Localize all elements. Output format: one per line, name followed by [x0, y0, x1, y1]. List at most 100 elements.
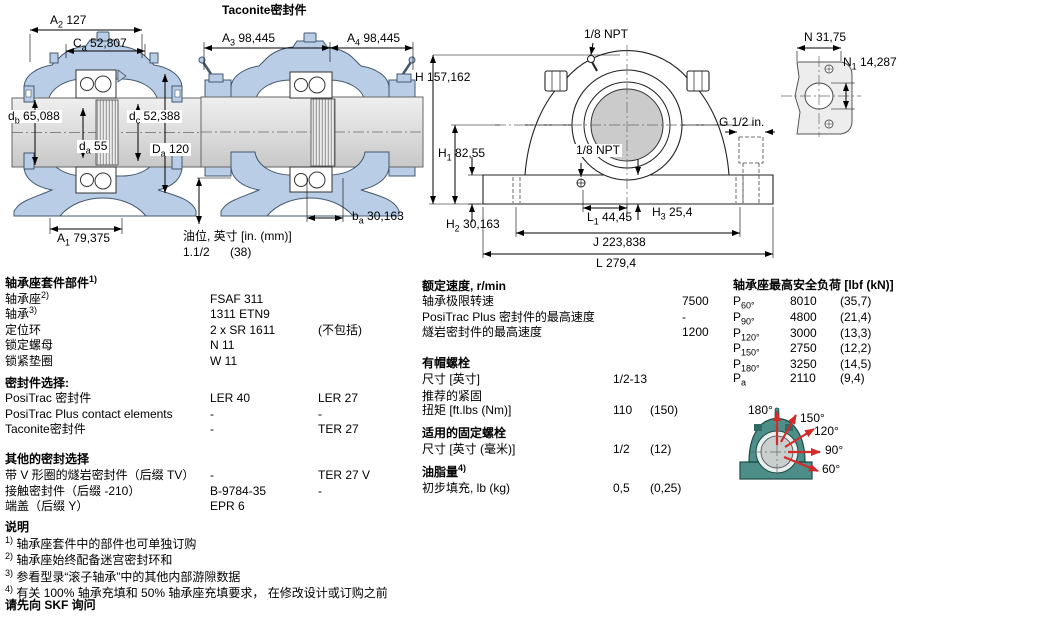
load-value-kn: (21,4)	[840, 310, 872, 324]
spec-label: PosiTrac 密封件	[5, 391, 92, 405]
dim-da-label: da 55	[77, 139, 110, 156]
spec-value: 2 x SR 1611	[210, 323, 276, 337]
spec-label: 接触密封件（后缀 -210）	[5, 484, 141, 498]
load-value: 8010	[790, 294, 817, 308]
spec-value: EPR 6	[210, 499, 245, 513]
grease-nipple	[591, 61, 598, 72]
dim-N-label: N 31,75	[804, 30, 847, 44]
spec-value: LER 40	[210, 391, 251, 405]
load-label: Pa	[733, 371, 747, 388]
note-item: 1) 轴承座套件中的部件也可单独订购	[5, 535, 197, 551]
dim-l1-label: L1 44,45	[587, 210, 633, 227]
dim-h1-label: H1 82,55	[438, 146, 486, 163]
angle-120-label: 120°	[814, 424, 839, 438]
dim-dc-label: dc 52,388	[127, 109, 183, 126]
g-thread-bolt	[738, 136, 764, 164]
seal-rings	[23, 85, 183, 170]
npt-side-label: 1/8 NPT	[574, 143, 623, 157]
cap-bolts-header: 有帽螺栓	[422, 356, 471, 370]
other-seals-header: 其他的密封选择	[5, 452, 90, 466]
spec-value: 1311 ETN9	[210, 307, 270, 321]
load-label: P150°	[733, 341, 760, 358]
spec-value: TER 27	[318, 422, 359, 436]
dim-Da-label: Da 120	[150, 142, 192, 159]
spec-value: (12)	[650, 442, 672, 456]
dim-L-label: L 279,4	[596, 256, 637, 270]
load-value-kn: (12,2)	[840, 341, 872, 355]
spec-label: 燧岩密封件的最高速度	[422, 325, 543, 339]
spec-label: 锁定螺母	[5, 338, 54, 352]
grease-header: 油脂量4)	[422, 463, 467, 479]
spec-label: 定位环	[5, 323, 42, 337]
dimension-lines	[196, 42, 414, 224]
load-value-kn: (35,7)	[840, 294, 872, 308]
spec-value: W 11	[210, 354, 238, 368]
spec-label: 推荐的紧固	[422, 389, 483, 403]
load-angle-diagram	[739, 407, 821, 480]
dim-J-label: J 223,838	[593, 235, 646, 249]
spec-value: (0,25)	[650, 481, 682, 495]
angle-90-label: 90°	[825, 443, 844, 457]
spec-value: FSAF 311	[210, 292, 264, 306]
dim-a3-label: A3 98,445	[222, 31, 276, 48]
load-label: P90°	[733, 310, 755, 327]
dim-a1-label: A1 79,375	[57, 231, 111, 248]
spec-label: 端盖（后缀 Y）	[5, 499, 89, 513]
load-label: P60°	[733, 294, 755, 311]
spec-label: 带 V 形圈的燧岩密封件（后缀 TV）	[5, 468, 195, 482]
spec-value: -	[210, 468, 214, 482]
spec-value: (150)	[650, 403, 679, 417]
cap-bolt-left	[544, 70, 568, 92]
load-value-kn: (14,5)	[840, 357, 872, 371]
spec-value: -	[318, 407, 322, 421]
bearing	[289, 71, 336, 193]
load-label: P120°	[733, 326, 760, 343]
notes-header: 说明	[5, 520, 30, 534]
notes-footer: 请先向 SKF 询问	[5, 598, 96, 612]
spec-label: 轴承3)	[5, 305, 38, 321]
load-value-kn: (13,3)	[840, 326, 872, 340]
taconite-title: Taconite密封件	[222, 3, 307, 17]
spec-label: 扭矩 [ft.lbs (Nm)]	[422, 403, 512, 417]
spec-label: PosiTrac Plus 密封件的最高速度	[422, 310, 595, 324]
note-item: 4) 有关 100% 轴承充填和 50% 轴承座充填要求， 在修改设计或订购之前	[5, 584, 388, 600]
spec-value: 110	[613, 403, 633, 417]
spec-value: -	[210, 407, 214, 421]
npt-top-label: 1/8 NPT	[584, 27, 629, 41]
dim-h3-label: H3 25,4	[652, 205, 693, 222]
spec-value: -	[682, 310, 686, 324]
load-value: 3250	[790, 357, 817, 371]
loads-header: 轴承座最高安全负荷 [lbf (kN)]	[733, 278, 894, 292]
angle-arrows	[773, 411, 821, 473]
spec-value: 1200	[682, 325, 709, 339]
load-value: 4800	[790, 310, 817, 324]
spec-value: LER 27	[318, 391, 359, 405]
spec-value: 1/2	[613, 442, 630, 456]
taconite-section-drawing	[196, 32, 424, 224]
dim-h2-label: H2 30,163	[446, 217, 500, 234]
note-item: 3) 参看型录“滚子轴承”中的其他内部游隙数据	[5, 568, 241, 584]
load-value-kn: (9,4)	[840, 371, 865, 385]
spec-label: Taconite密封件	[5, 422, 86, 436]
oil-level-label: 油位, 英寸 [in. (mm)]	[183, 229, 292, 243]
ratings-header: 额定速度, r/min	[422, 279, 507, 293]
cap-bolt-right	[686, 70, 710, 92]
dim-ba-label: ba 30,163	[352, 209, 404, 226]
spec-label: 轴承极限转速	[422, 294, 495, 308]
seal-options-header: 密封件选择:	[5, 376, 69, 390]
load-value: 3000	[790, 326, 817, 340]
spec-label: 锁紧垫圈	[5, 354, 54, 368]
spec-label: 尺寸 [英寸 (毫米)]	[422, 442, 516, 456]
spec-value: -	[318, 484, 322, 498]
spec-label: 轴承座2)	[5, 290, 50, 306]
load-value: 2110	[790, 371, 816, 385]
spec-value: (不包括)	[318, 323, 362, 337]
spec-label: PosiTrac Plus contact elements	[5, 407, 173, 421]
spec-value: -	[210, 422, 214, 436]
dim-a4-label: A4 98,445	[347, 31, 401, 48]
dim-H-label: H 157,162	[415, 70, 471, 84]
spec-label: 初步填充, lb (kg)	[422, 481, 511, 495]
base-end-detail	[781, 45, 861, 137]
spec-value: B-9784-35	[210, 484, 267, 498]
